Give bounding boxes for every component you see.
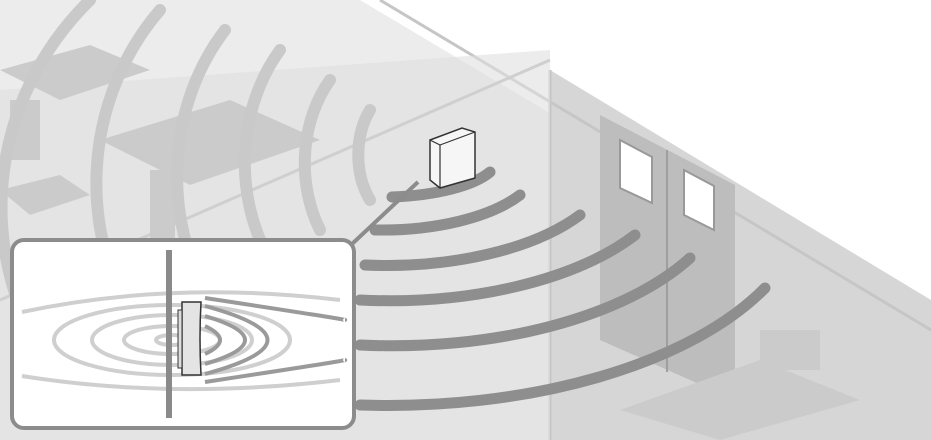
signal-wave-icon	[354, 282, 771, 411]
door-window-right	[683, 168, 715, 232]
strong-signal-waves	[354, 166, 771, 411]
wireless-access-point-icon	[429, 127, 476, 189]
signal-wave-icon	[354, 229, 641, 307]
callout-connector	[350, 180, 420, 246]
inset-detail-panel	[10, 238, 356, 430]
wall-cross-section	[166, 250, 172, 418]
signal-wave-icon	[354, 252, 696, 352]
signal-wave-icon	[369, 189, 526, 236]
access-point-side-view-icon	[177, 301, 202, 376]
signal-wave-icon	[386, 166, 496, 203]
door-window-left	[619, 138, 653, 205]
signal-wave-icon	[359, 209, 586, 271]
desks	[0, 45, 860, 440]
